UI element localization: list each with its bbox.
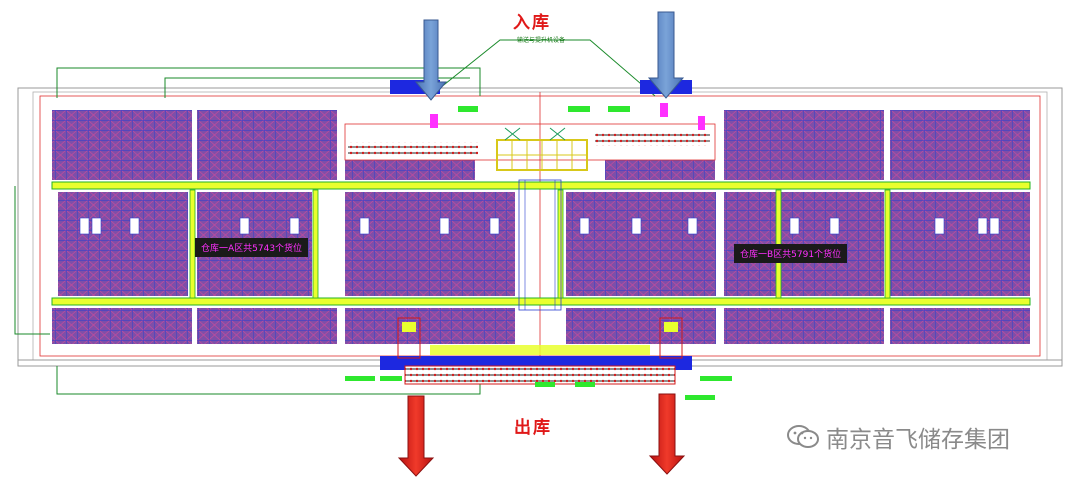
rack-blocks (52, 110, 1030, 344)
rack-openings (79, 217, 1000, 235)
rack-block (724, 110, 884, 180)
inbound-arrows (414, 11, 685, 101)
rack-block (52, 110, 192, 180)
equipment-callout: 输送与提升机设备 (517, 37, 566, 44)
rack-block (345, 308, 515, 344)
center-spine (518, 179, 562, 311)
rack-block (890, 110, 1030, 180)
rack-block (197, 110, 337, 180)
inbound-arrow (414, 19, 448, 101)
aisle-cross (884, 189, 891, 299)
outbound-label: 出库 (514, 418, 552, 438)
aisle-cross (312, 189, 319, 299)
outbound-arrow (648, 393, 686, 475)
wechat-icon (786, 424, 820, 450)
rack-block (197, 308, 337, 344)
rack-block (605, 160, 715, 180)
inbound-label: 入库 (513, 13, 551, 33)
watermark: 南京音飞储存集团 (786, 420, 1010, 454)
inbound-arrow (647, 11, 685, 99)
area-a-tag: 仓库一A区共5743个货位 (195, 238, 309, 257)
outbound-arrows (397, 393, 686, 477)
aisle-cross (557, 189, 564, 299)
rack-block (345, 192, 515, 296)
rack-block (890, 192, 1030, 296)
area-b-tag: 仓库一B区共5791个货位 (734, 244, 848, 263)
watermark-text: 南京音飞储存集团 (826, 427, 1010, 453)
outbound-arrow (397, 395, 435, 477)
rack-block (58, 192, 188, 296)
rack-block (52, 308, 192, 344)
outbound-dock-zone (345, 317, 732, 400)
aisle-bottom (51, 297, 1031, 306)
rack-block (566, 192, 716, 296)
rack-block (724, 308, 884, 344)
rack-block (345, 160, 475, 180)
rack-block (890, 308, 1030, 344)
rack-block (566, 308, 716, 344)
inbound-conveyor-zone (344, 80, 716, 171)
aisle-top (51, 181, 1031, 190)
